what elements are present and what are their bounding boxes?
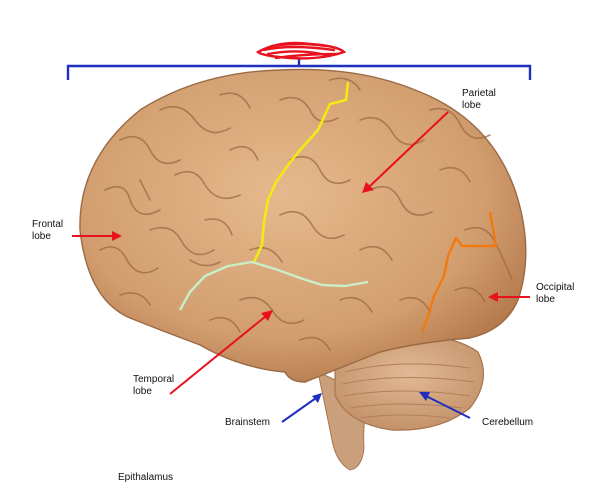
frontal-arrow [72, 231, 122, 241]
temporal-arrow [169, 310, 273, 395]
cerebellum-arrow [419, 392, 471, 419]
lateral-fissure-line [178, 260, 369, 311]
brainstem-arrow [281, 393, 322, 423]
cerebellum-label: Cerebellum [482, 417, 534, 428]
central-sulcus-line [252, 81, 350, 263]
temporal-lobe-label: Temporal lobe [133, 374, 175, 397]
parietal-arrow [362, 111, 449, 193]
red-scribble [256, 41, 347, 60]
occipital-lobe-label: Occipital lobe [536, 282, 575, 305]
cerebrum-shape [79, 68, 527, 383]
parietal-lobe-label: Parietal lobe [462, 88, 496, 111]
gyri-texture [99, 77, 513, 351]
occipital-arrow [488, 292, 530, 302]
brainstem-label: Brainstem [225, 417, 271, 428]
frontal-lobe-label: Frontal lobe [32, 219, 64, 242]
parieto-occipital-line [420, 211, 498, 333]
epithalamus-label: Epithalamus [118, 472, 174, 483]
